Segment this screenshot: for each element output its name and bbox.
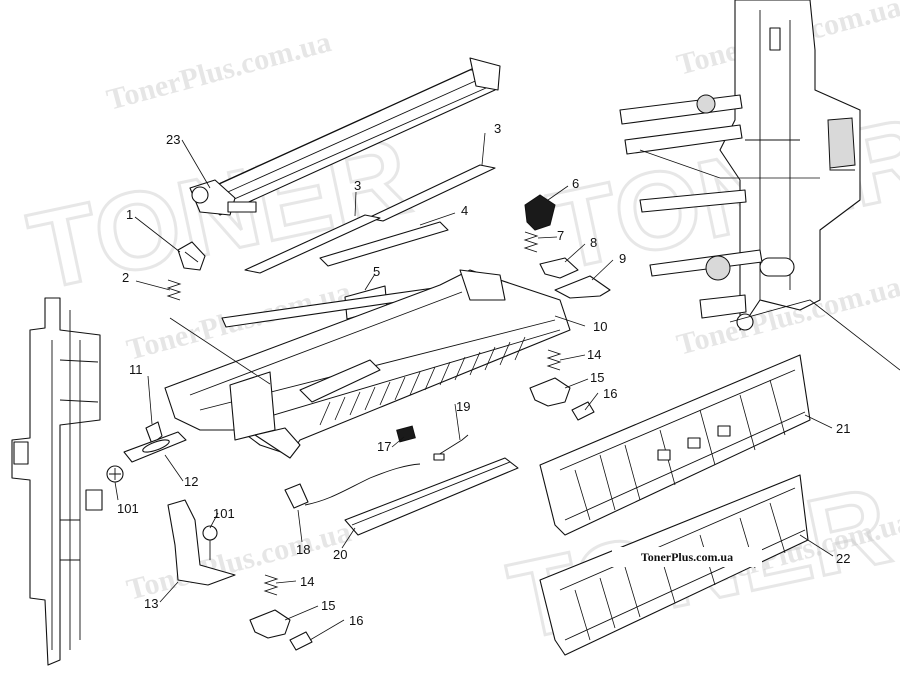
- callout-16: 16: [603, 386, 617, 401]
- callout-3: 3: [494, 121, 501, 136]
- callout-14: 14: [587, 347, 601, 362]
- part-101-screw-lower: [202, 525, 218, 560]
- callout-101: 101: [117, 501, 139, 516]
- part-14-spring-upper: [546, 349, 562, 371]
- callout-19: 19: [456, 399, 470, 414]
- callout-20: 20: [333, 547, 347, 562]
- callout-4: 4: [461, 203, 468, 218]
- callout-labels: 23 3 3 4 5 6 7 8 9 10 1 2 11 12 101 101 …: [117, 121, 850, 628]
- callout-16: 16: [349, 613, 363, 628]
- callout-7: 7: [557, 228, 564, 243]
- callout-6: 6: [572, 176, 579, 191]
- drive-rollers: [619, 94, 763, 331]
- site-label: TonerPlus.com.ua: [612, 547, 762, 567]
- callout-5: 5: [373, 264, 380, 279]
- callout-21: 21: [836, 421, 850, 436]
- right-machine-frame: [619, 0, 861, 331]
- callout-12: 12: [184, 474, 198, 489]
- leader-lines: [114, 132, 900, 641]
- part-10-fusing-unit-frame: [164, 269, 571, 459]
- part-17-sensor: [396, 425, 416, 443]
- part-19-cable: [433, 434, 469, 461]
- part-14-spring-lower: [263, 574, 279, 596]
- part-6-lever: [524, 194, 556, 231]
- part-23-fusing-roller: [189, 57, 501, 216]
- callout-8: 8: [590, 235, 597, 250]
- callout-15: 15: [321, 598, 335, 613]
- watermark-text: TonerPlus.com.ua: [103, 25, 334, 117]
- part-16-roller-upper: [571, 401, 595, 421]
- part-15-holder-upper: [529, 377, 571, 407]
- left-side-frame: [11, 297, 103, 666]
- callout-3: 3: [354, 178, 361, 193]
- part-8-bracket: [539, 257, 579, 279]
- part-4-sheet: [319, 221, 449, 267]
- callout-2: 2: [122, 270, 129, 285]
- callout-22: 22: [836, 551, 850, 566]
- part-13-lever: [167, 499, 236, 586]
- callout-23: 23: [166, 132, 180, 147]
- part-21-guide-plate: [539, 354, 811, 536]
- part-11-clip: [145, 421, 163, 445]
- callout-14: 14: [300, 574, 314, 589]
- part-1-bracket: [177, 241, 206, 271]
- part-12-link: [123, 431, 187, 463]
- part-18-harness: [284, 463, 421, 509]
- part-15-holder-lower: [249, 609, 291, 639]
- part-20-guide: [344, 457, 519, 536]
- part-7-spring: [523, 231, 539, 253]
- part-3-sheet-upper: [367, 164, 496, 222]
- callout-13: 13: [144, 596, 158, 611]
- callout-18: 18: [296, 542, 310, 557]
- part-9-lever: [554, 275, 611, 299]
- callout-11: 11: [129, 362, 143, 377]
- watermark-text: TonerPlus.com.ua: [123, 515, 354, 607]
- callout-9: 9: [619, 251, 626, 266]
- frame-ribs: [319, 336, 526, 426]
- part-101-screw-upper: [106, 465, 124, 483]
- callout-101: 101: [213, 506, 235, 521]
- part-3-sheet-lower: [244, 214, 381, 274]
- callout-15: 15: [590, 370, 604, 385]
- callout-17: 17: [377, 439, 391, 454]
- part-16-roller-lower: [289, 631, 313, 651]
- sheet-parts: [221, 164, 496, 328]
- part-2-spring: [166, 279, 182, 301]
- callout-10: 10: [593, 319, 607, 334]
- callout-1: 1: [126, 207, 133, 222]
